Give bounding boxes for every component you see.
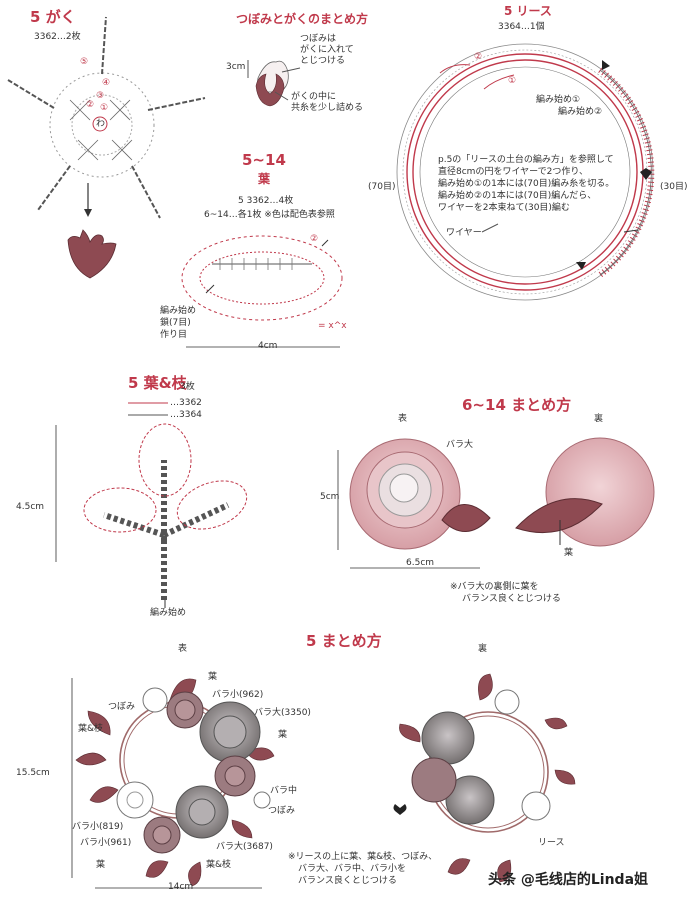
- label-bud-2: つぼみ: [268, 806, 296, 816]
- leaf-branch-chart: [55, 402, 248, 608]
- assembly-6-14-leaf: 葉: [564, 548, 574, 558]
- leaf-yarn-2: 6~14…各1枚 ※色は配色表参照: [204, 210, 335, 220]
- calyx-title: 5 がく: [30, 8, 76, 26]
- calyx-row-1: ①: [100, 103, 109, 113]
- wreath-round-1: ①: [508, 76, 517, 86]
- leaf-size: 4cm: [258, 341, 278, 351]
- label-rose-small-961: バラ小(961): [80, 838, 132, 848]
- assembly-6-14-width: 6.5cm: [406, 558, 435, 568]
- label-bud: つぼみ: [108, 702, 136, 712]
- calyx-shape: [67, 229, 117, 279]
- assembly-5-back: 裏: [478, 644, 488, 654]
- leaf-mark-2: ②: [310, 234, 319, 244]
- bud-size: 3cm: [226, 62, 246, 72]
- assembly-6-14: [337, 437, 655, 569]
- leaf-branch-height: 4.5cm: [16, 502, 45, 512]
- label-rose-large-3687: バラ大(3687): [216, 842, 273, 852]
- bud-note-2: がくに入れて: [300, 45, 354, 55]
- bud-note-3: とじつける: [300, 56, 346, 66]
- assembly-5-note-3: バランス良くとじつける: [298, 876, 397, 886]
- leaf-branch-title: 5 葉&枝: [128, 374, 187, 392]
- label-rose-large-3350: バラ大(3350): [254, 708, 311, 718]
- wreath-round-2: ②: [474, 52, 483, 62]
- assembly-5-width: 14cm: [168, 882, 194, 892]
- wreath-chart: [396, 43, 655, 301]
- wreath-start-2: 編み始め②: [558, 107, 603, 117]
- assembly-6-14-title: 6~14 まとめ方: [462, 396, 572, 414]
- bud-note-4: がくの中に: [291, 92, 337, 102]
- bud-drawing: [247, 60, 301, 107]
- wreath-wire: ワイヤー: [446, 228, 482, 238]
- leaf-chart: [181, 235, 343, 348]
- label-wreath: リース: [538, 838, 565, 848]
- assembly-5-note-2: バラ大、バラ中、バラ小を: [298, 864, 407, 874]
- bud-title: つぼみとがくのまとめ方: [236, 12, 369, 26]
- assembly-5-title: 5 まとめ方: [306, 632, 382, 650]
- calyx-yarn: 3362…2枚: [34, 32, 81, 42]
- calyx-row-2: ②: [86, 100, 95, 110]
- leaf-yarn-1: 5 3362…4枚: [238, 196, 294, 206]
- leaf-branch-legend-1: …3362: [170, 398, 202, 408]
- wreath-yarn: 3364…1個: [498, 22, 545, 32]
- assembly-5-back: [393, 673, 576, 883]
- wreath-right-count: (30目): [660, 182, 688, 192]
- leaf-title: 5~14: [242, 151, 286, 169]
- leaf-chain-2: 作り目: [160, 330, 188, 340]
- calyx-row-4: ④: [102, 78, 111, 88]
- label-leaf-right: 葉: [278, 730, 288, 740]
- leaf-legend: = ⅹ^ⅹ: [318, 321, 347, 331]
- wreath-left-count: (70目): [368, 182, 396, 192]
- leaf-start: 編み始め: [160, 306, 197, 316]
- calyx-row-5: ⑤: [80, 57, 89, 67]
- label-leaf-top: 葉: [208, 672, 218, 682]
- assembly-5-front: [71, 678, 275, 889]
- label-leaf-branch-2: 葉&枝: [206, 860, 232, 870]
- wreath-inst-5: ワイヤーを2本束ねて(30目)編む: [438, 203, 570, 213]
- label-leaf-branch: 葉&枝: [78, 724, 104, 734]
- calyx-chart: [7, 16, 206, 219]
- assembly-5-height: 15.5cm: [16, 768, 50, 778]
- calyx-row-3: ③: [96, 91, 105, 101]
- bud-note-1: つぼみは: [300, 34, 337, 44]
- wreath-inst-1: p.5の「リースの土台の編み方」を参照して: [438, 155, 614, 165]
- assembly-5-front: 表: [178, 644, 188, 654]
- label-rose-small-962: バラ小(962): [212, 690, 264, 700]
- leaf-subtitle: 葉: [258, 172, 271, 186]
- wreath-inst-3: 編み始め①の1本には(70目)編み糸を切る。: [438, 179, 615, 189]
- leaf-branch-count: 3枚: [180, 382, 195, 392]
- label-leaf-bottom: 葉: [96, 860, 106, 870]
- assembly-6-14-back: 裏: [594, 414, 604, 424]
- bud-note-5: 共糸を少し詰める: [291, 103, 364, 113]
- assembly-6-14-height: 5cm: [320, 492, 340, 502]
- wreath-inst-2: 直径8cmの円をワイヤーで2つ作り、: [438, 167, 588, 177]
- assembly-6-14-front: 表: [398, 414, 408, 424]
- leaf-branch-legend-2: …3364: [170, 410, 202, 420]
- watermark: 头条 @毛线店的Linda姐: [488, 872, 649, 888]
- assembly-6-14-note-1: ※バラ大の裏側に葉を: [450, 582, 539, 592]
- label-rose-medium: バラ中: [270, 786, 298, 796]
- leaf-branch-start: 編み始め: [150, 608, 187, 618]
- assembly-6-14-rose-large: バラ大: [446, 440, 474, 450]
- wreath-inst-4: 編み始め②の1本には(70目)編んだら、: [438, 191, 597, 201]
- calyx-center: わ: [96, 119, 106, 129]
- assembly-5-note-1: ※リースの上に葉、葉&枝、つぼみ、: [288, 852, 438, 862]
- leaf-chain-1: 鎖(7目): [160, 318, 191, 328]
- assembly-6-14-note-2: バランス良くとじつける: [462, 594, 561, 604]
- wreath-title: 5 リース: [504, 4, 552, 18]
- label-rose-small-819: バラ小(819): [72, 822, 124, 832]
- wreath-start-1: 編み始め①: [536, 95, 581, 105]
